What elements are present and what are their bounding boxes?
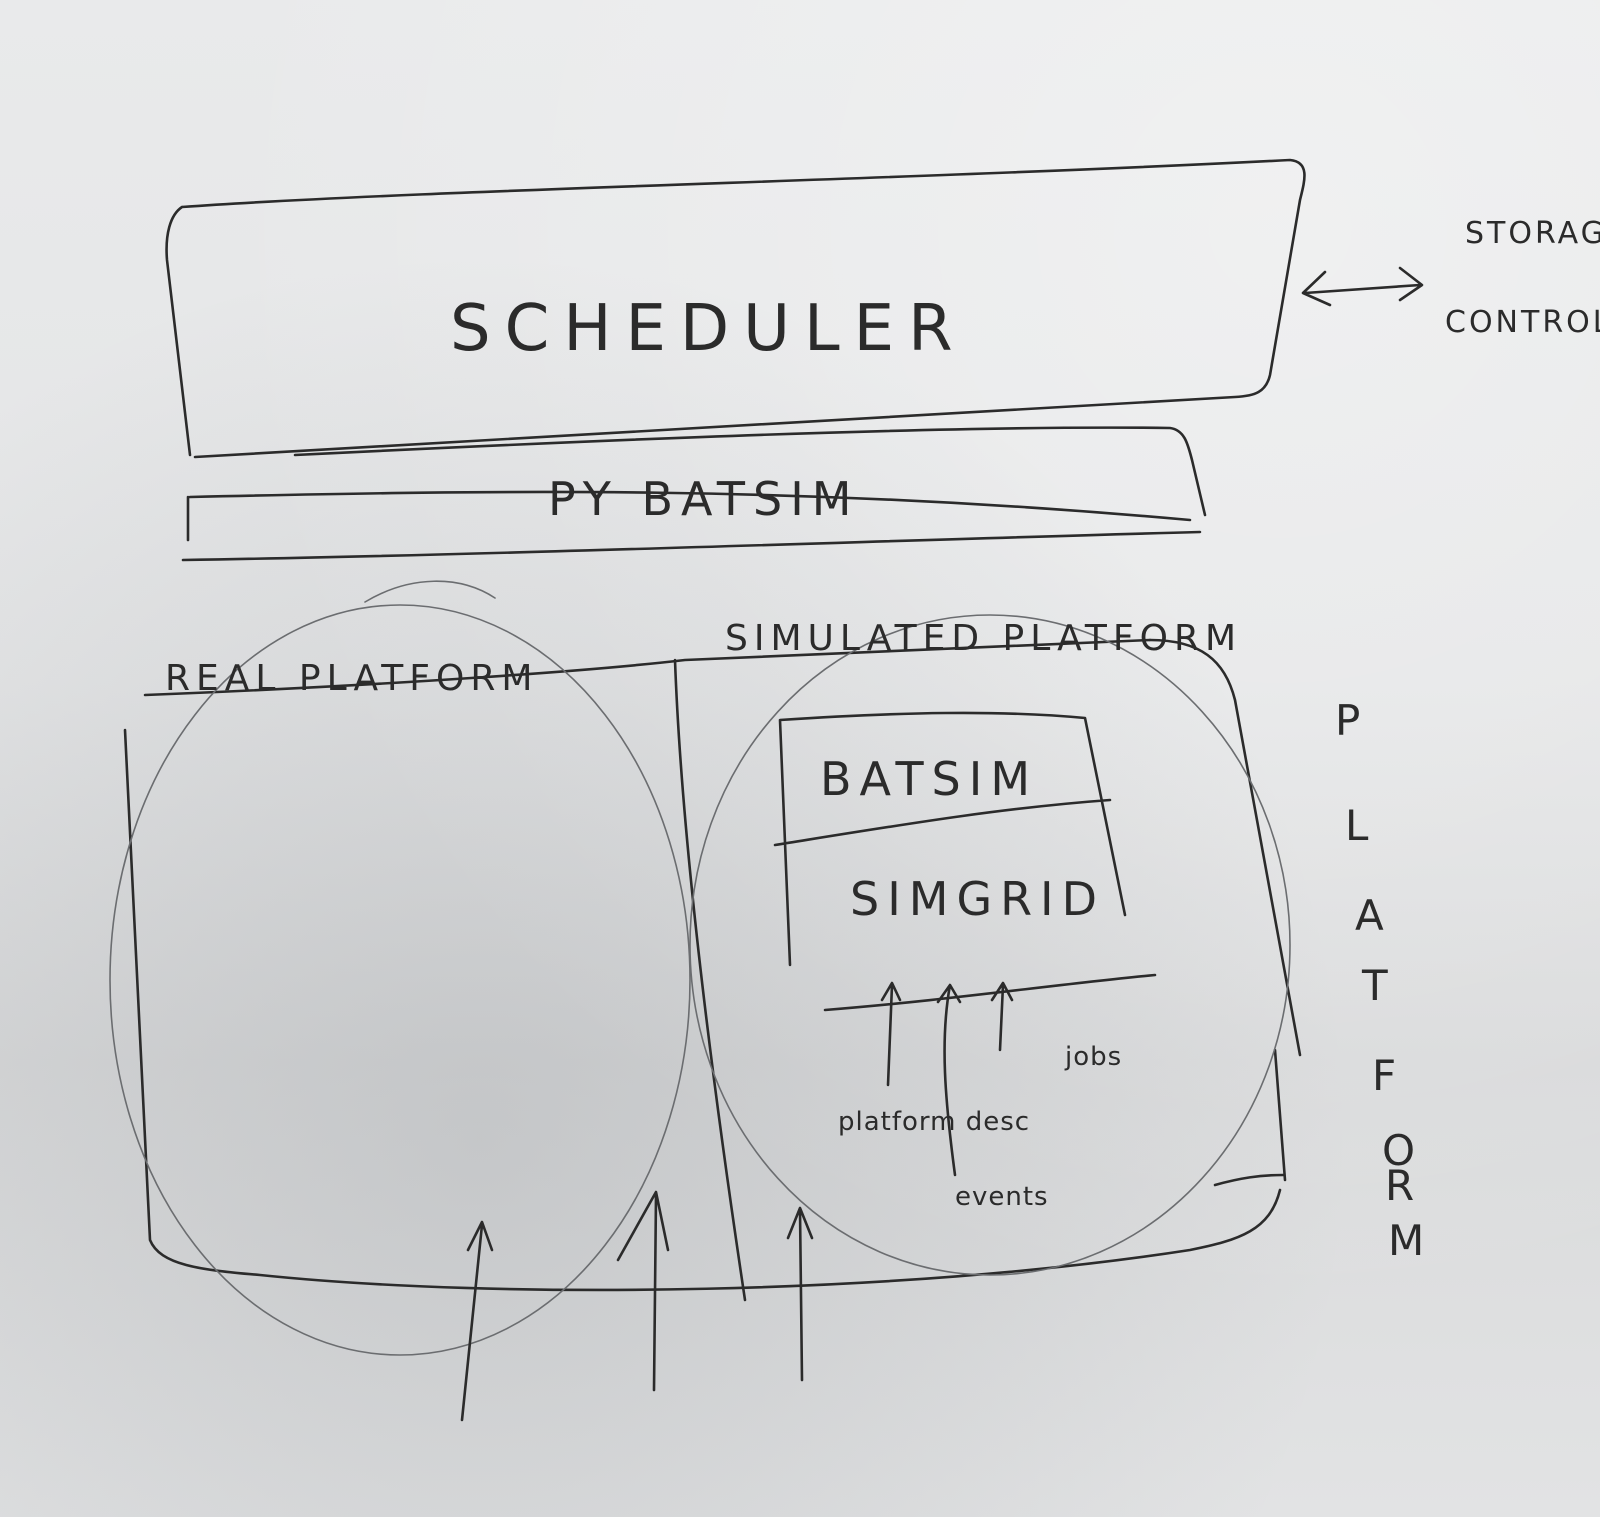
pybatsim-box [181, 426, 1207, 562]
storage-label-line2: CONTROLL [1445, 305, 1600, 340]
platform-vertical-letter: F [1372, 1051, 1396, 1100]
input-jobs: jobs [1064, 1042, 1122, 1072]
platform-vertical-letter: L [1345, 801, 1369, 850]
batsim-label: BATSIM [820, 752, 1038, 806]
scheduler-label: SCHEDULER [450, 292, 967, 366]
platform-vertical-letter: T [1361, 961, 1388, 1010]
bottom-arrows [460, 1190, 814, 1422]
pybatsim-label: PY BATSIM [548, 472, 859, 526]
batsim-simgrid-box [773, 711, 1127, 967]
storage-arrow [1301, 266, 1424, 307]
platform-vertical-letter: A [1355, 891, 1384, 940]
real-platform-label: REAL PLATFORM [165, 658, 538, 699]
input-baseline [823, 973, 1157, 1012]
storage-label-line1: STORAG [1465, 216, 1600, 251]
scheduler-box [165, 158, 1306, 459]
input-platform-desc: platform desc [838, 1107, 1030, 1137]
platform-vertical-letter: M [1388, 1216, 1424, 1265]
input-events: events [955, 1182, 1049, 1212]
simgrid-label: SIMGRID [850, 872, 1105, 926]
simulated-platform-circle [689, 614, 1291, 1276]
platform-vertical-letter: P [1335, 696, 1360, 745]
platform-divider [673, 658, 747, 1302]
simulated-platform-label: SIMULATED PLATFORM [725, 618, 1242, 659]
platform-vertical-letter: O [1382, 1126, 1415, 1175]
platform-vertical-letter: R [1385, 1161, 1414, 1210]
real-platform-circle [109, 604, 691, 1356]
pencil-stroke-top [364, 580, 496, 603]
platform-frame [123, 638, 1302, 1292]
input-arrows [880, 981, 1014, 1177]
platform-right-bracket [1213, 1048, 1287, 1187]
platform-top-line [143, 638, 1152, 697]
